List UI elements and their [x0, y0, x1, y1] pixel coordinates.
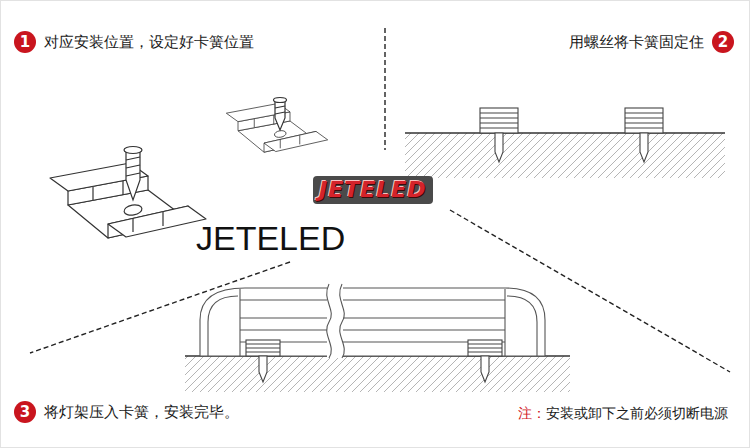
step-digit: 2 — [718, 35, 728, 50]
panel2-figure — [405, 108, 725, 178]
step-digit: 1 — [20, 35, 30, 50]
note-line: 注：安装或卸下之前必须切断电源 — [518, 405, 728, 422]
instruction-text: 将灯架压入卡簧，安装完毕。 — [44, 403, 239, 421]
instruction-text: 用螺丝将卡簧固定住 — [569, 33, 704, 51]
brand-watermark: JETELED — [196, 218, 345, 259]
step-digit: 3 — [20, 405, 30, 420]
instruction-text: 对应安装位置，设定好卡簧位置 — [44, 33, 254, 51]
step-number: 1 — [14, 31, 36, 53]
logo-watermark: JETELED — [313, 176, 433, 204]
divider-lines — [30, 28, 730, 372]
note-prefix: 注： — [518, 405, 546, 422]
note-text: 安装或卸下之前必须切断电源 — [546, 405, 728, 422]
step-number: 2 — [712, 31, 734, 53]
panel3-figure — [185, 284, 570, 392]
step-number: 3 — [14, 401, 36, 423]
screws-panel1 — [124, 98, 287, 201]
